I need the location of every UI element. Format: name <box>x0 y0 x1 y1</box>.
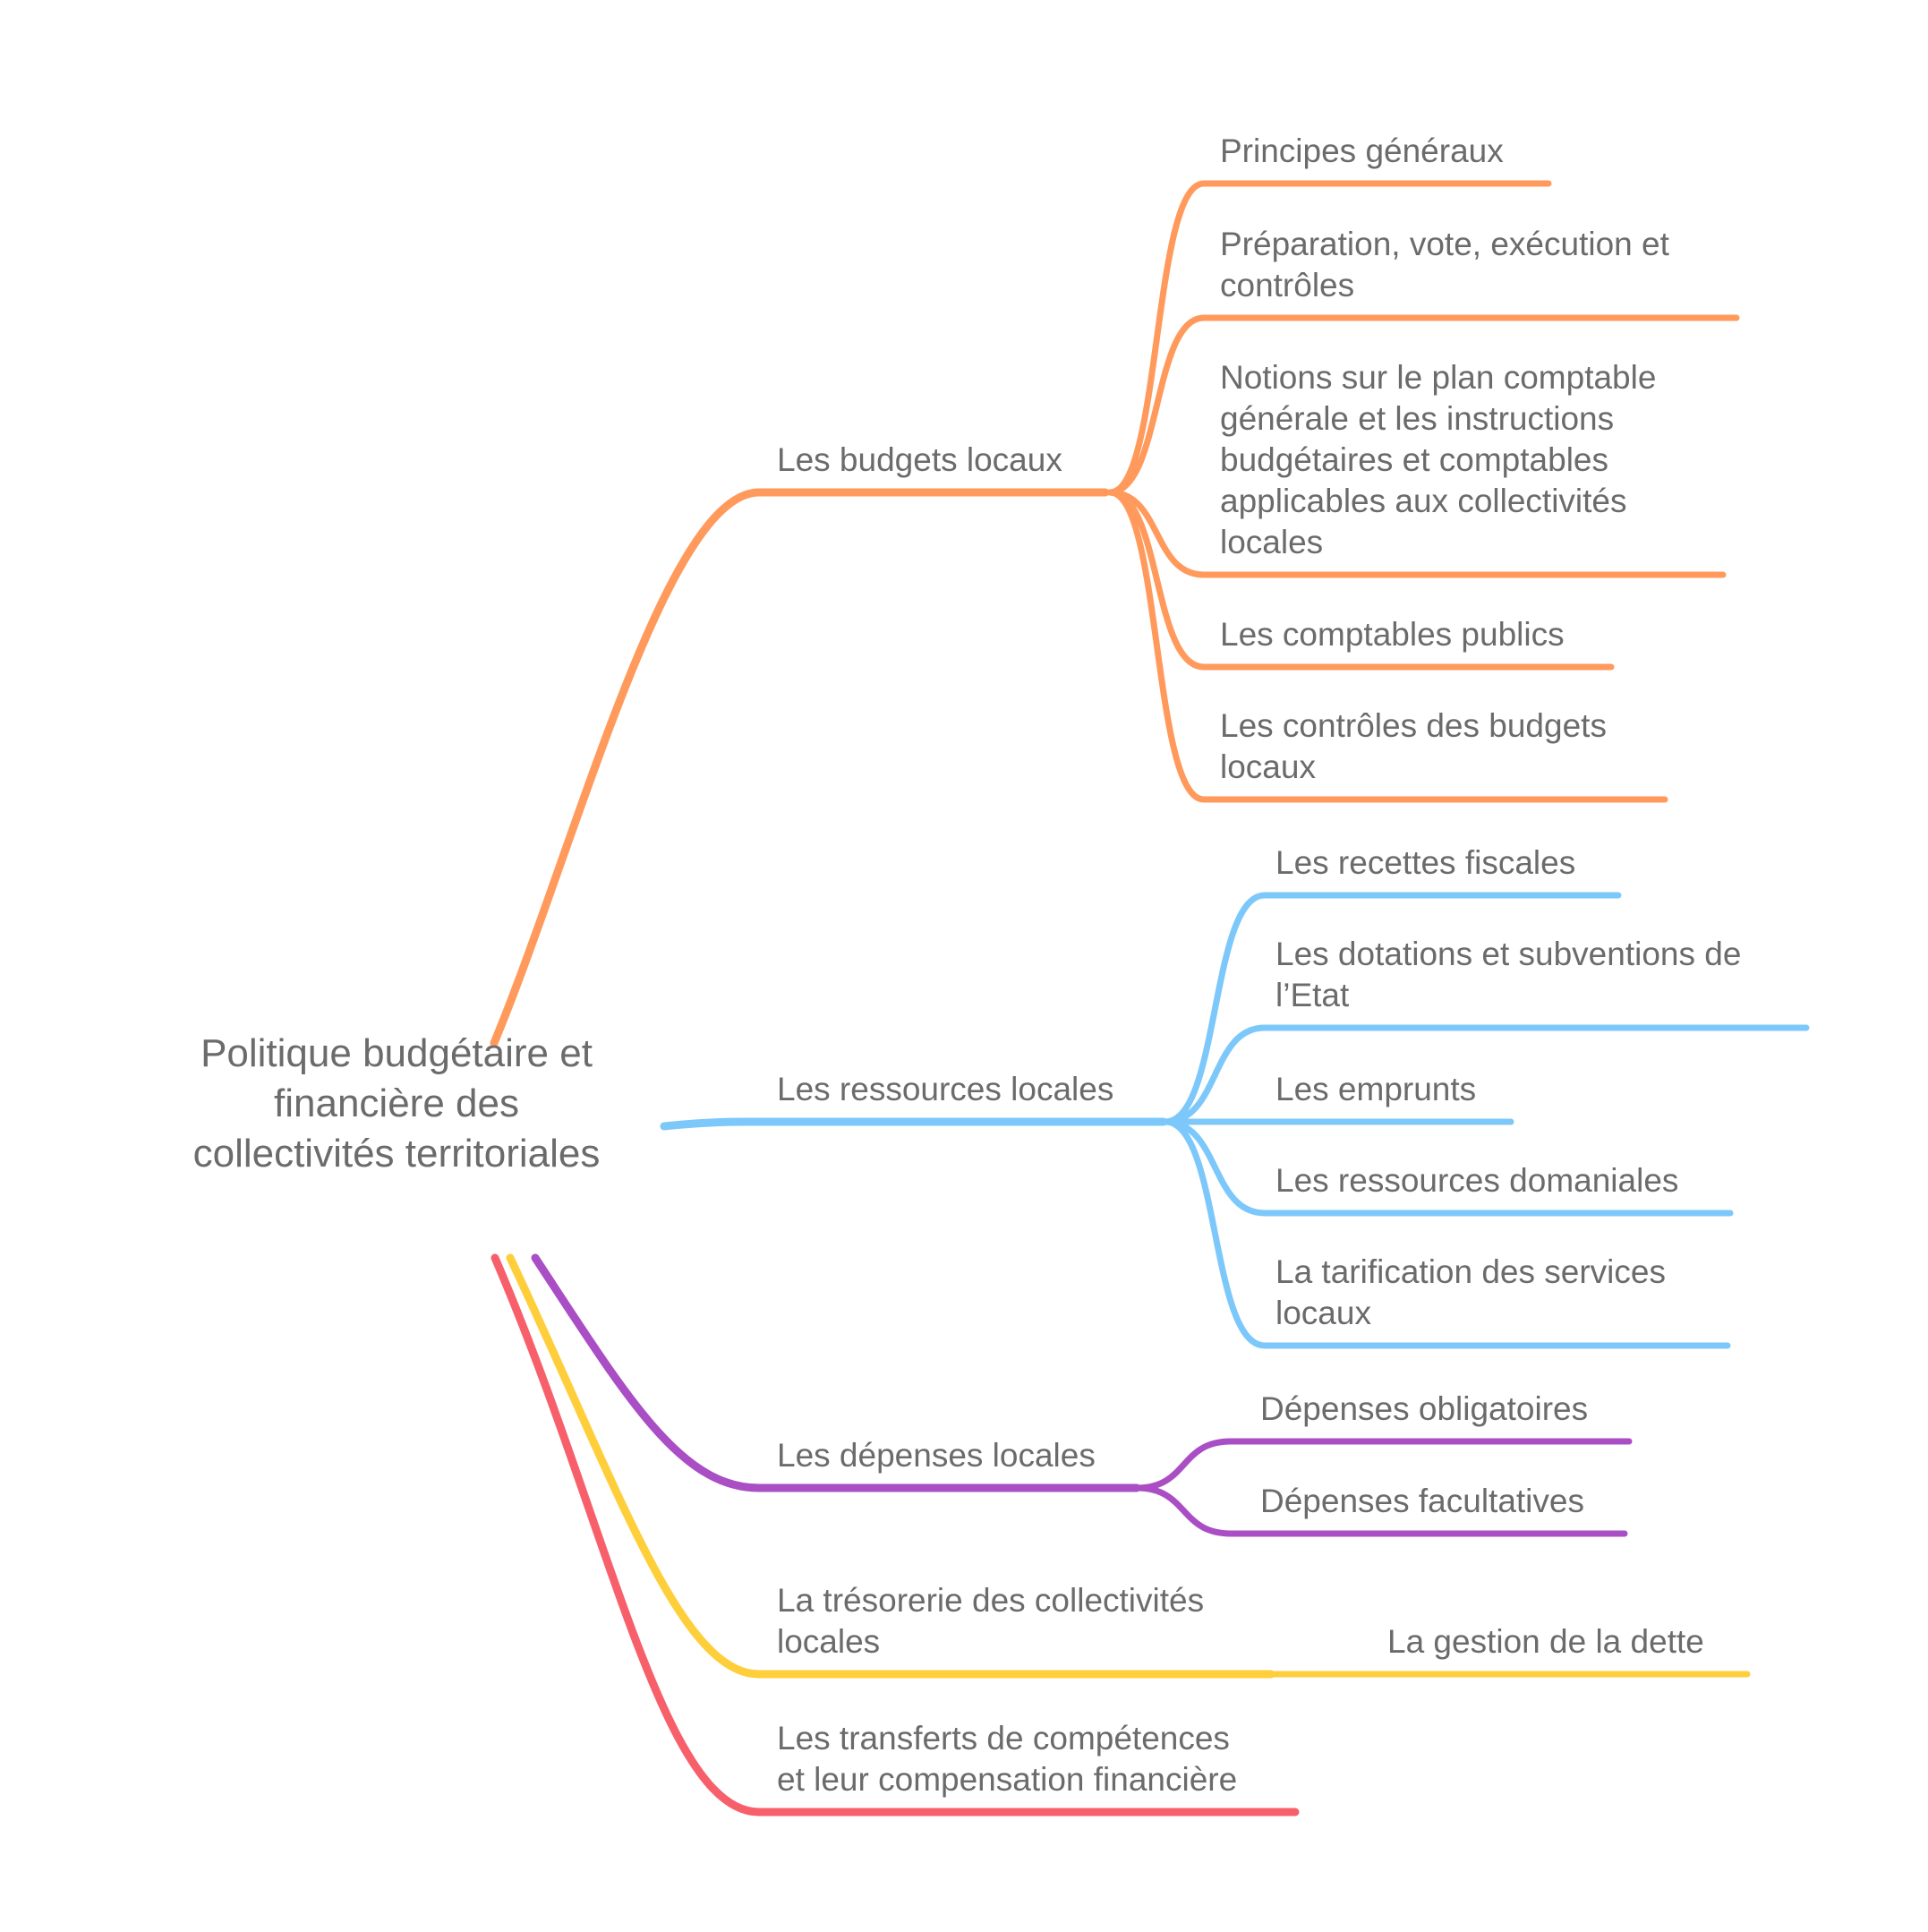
child-label-budgets-3: Les comptables publics <box>1220 616 1565 653</box>
branch-label-transferts-line: Les transferts de compétences <box>777 1720 1230 1757</box>
child-label-ressources-0: Les recettes fiscales <box>1275 844 1575 881</box>
child-line-budgets-1 <box>1106 314 1740 496</box>
branch-line-transferts <box>491 1253 1300 1817</box>
child-line-budgets-2 <box>1106 489 1727 578</box>
child-label-ressources-1-line: l’Etat <box>1275 977 1350 1013</box>
mind-map-nodes: Politique budgétaire et financière des col… <box>193 133 1742 1798</box>
branch-line-ressources <box>660 1117 1168 1131</box>
child-label-ressources-1-line: Les dotations et subventions de <box>1275 936 1741 972</box>
child-label-budgets-2-line: applicables aux collectivités <box>1220 483 1627 519</box>
child-label-budgets-4-line: Les contrôles des budgets <box>1220 707 1607 744</box>
child-label-budgets-4: Les contrôles des budgets locaux <box>1220 707 1607 785</box>
root-topic-line: collectivités territoriales <box>193 1132 601 1175</box>
child-label-ressources-4-line: locaux <box>1275 1295 1371 1331</box>
child-label-ressources-0-line: Les recettes fiscales <box>1275 844 1575 881</box>
branch-label-ressources-line: Les ressources locales <box>777 1071 1113 1107</box>
branch-label-budgets: Les budgets locaux <box>777 441 1062 478</box>
child-line-depenses-1 <box>1133 1484 1628 1537</box>
child-line-ressources-1 <box>1162 1024 1810 1125</box>
child-label-budgets-2-line: générale et les instructions <box>1220 400 1614 437</box>
child-label-budgets-2-line: Notions sur le plan comptable <box>1220 359 1656 396</box>
child-label-ressources-2-line: Les emprunts <box>1275 1071 1476 1107</box>
child-label-ressources-2: Les emprunts <box>1275 1071 1476 1107</box>
child-label-budgets-2-line: budgétaires et comptables <box>1220 441 1608 478</box>
child-label-tresorerie-0-line: La gestion de la dette <box>1387 1623 1704 1660</box>
branch-label-tresorerie-line: La trésorerie des collectivités <box>777 1582 1204 1619</box>
child-label-budgets-1-line: Préparation, vote, exécution et <box>1220 226 1670 262</box>
child-line-ressources-3 <box>1162 1118 1734 1217</box>
branch-label-budgets-line: Les budgets locaux <box>777 441 1062 478</box>
child-label-depenses-0-line: Dépenses obligatoires <box>1260 1390 1588 1427</box>
child-label-ressources-4: La tarification des services locaux <box>1275 1253 1666 1331</box>
branch-label-ressources: Les ressources locales <box>777 1071 1113 1107</box>
child-label-budgets-0-line: Principes généraux <box>1220 133 1504 169</box>
branch-line-budgets <box>490 488 1110 1047</box>
child-line-budgets-3 <box>1106 489 1615 671</box>
root-topic-line: Politique budgétaire et <box>200 1031 593 1075</box>
branch-label-tresorerie: La trésorerie des collectivités locales <box>777 1582 1204 1660</box>
child-label-ressources-1: Les dotations et subventions de l’Etat <box>1275 936 1741 1013</box>
child-line-depenses-0 <box>1133 1438 1633 1492</box>
root-topic-line: financière des <box>274 1081 519 1125</box>
child-label-budgets-1-line: contrôles <box>1220 267 1354 303</box>
root-topic: Politique budgétaire et financière des col… <box>193 1031 601 1175</box>
child-label-tresorerie-0: La gestion de la dette <box>1387 1623 1704 1660</box>
child-label-ressources-3: Les ressources domaniales <box>1275 1162 1678 1199</box>
branch-label-depenses: Les dépenses locales <box>777 1437 1096 1474</box>
child-line-ressources-0 <box>1162 892 1622 1125</box>
child-line-budgets-0 <box>1106 180 1552 496</box>
mind-map-edges <box>490 180 1810 1817</box>
branch-label-tresorerie-line: locales <box>777 1623 880 1660</box>
child-label-depenses-0: Dépenses obligatoires <box>1260 1390 1588 1427</box>
branch-label-depenses-line: Les dépenses locales <box>777 1437 1096 1474</box>
branch-line-tresorerie <box>506 1253 1275 1679</box>
child-label-ressources-4-line: La tarification des services <box>1275 1253 1666 1290</box>
child-label-budgets-4-line: locaux <box>1220 748 1316 785</box>
child-line-budgets-4 <box>1106 489 1668 803</box>
branch-line-depenses <box>531 1253 1141 1492</box>
child-label-budgets-0: Principes généraux <box>1220 133 1504 169</box>
branch-label-transferts-line: et leur compensation financière <box>777 1761 1237 1798</box>
branch-label-transferts: Les transferts de compétences et leur com… <box>777 1720 1237 1798</box>
child-label-budgets-2-line: locales <box>1220 524 1323 560</box>
child-line-ressources-4 <box>1162 1118 1731 1349</box>
child-label-budgets-1: Préparation, vote, exécution et contrôles <box>1220 226 1670 303</box>
child-label-budgets-2: Notions sur le plan comptable générale et… <box>1220 359 1656 560</box>
child-label-ressources-3-line: Les ressources domaniales <box>1275 1162 1678 1199</box>
child-label-depenses-1: Dépenses facultatives <box>1260 1483 1584 1519</box>
child-label-depenses-1-line: Dépenses facultatives <box>1260 1483 1584 1519</box>
child-label-budgets-3-line: Les comptables publics <box>1220 616 1565 653</box>
